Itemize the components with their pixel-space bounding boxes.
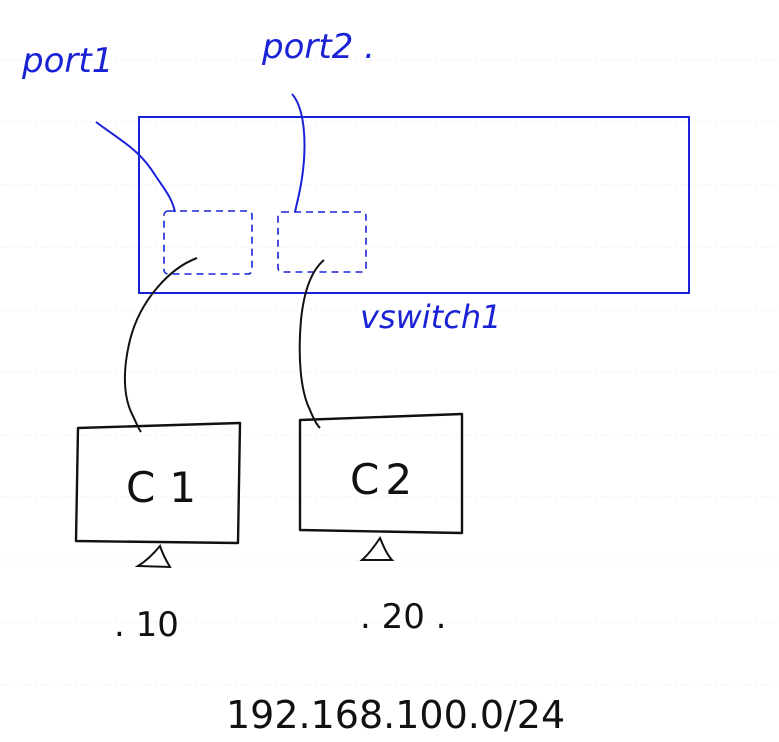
ruled-lines bbox=[0, 59, 779, 686]
computer-c1: C1 bbox=[74, 421, 242, 569]
port2-label: port2 . bbox=[261, 27, 375, 67]
c2-ip-label: . 20 . bbox=[360, 597, 447, 637]
c1-monitor bbox=[74, 421, 242, 545]
vswitch-box bbox=[138, 116, 690, 294]
c2-label: C2 bbox=[350, 455, 418, 504]
subnet-label: 192.168.100.0/24 bbox=[226, 693, 565, 737]
c1-cable bbox=[123, 257, 198, 433]
c2-stand bbox=[359, 535, 395, 561]
c1-label: C1 bbox=[126, 463, 210, 512]
port2-box bbox=[277, 211, 367, 273]
c1-stand bbox=[134, 543, 172, 569]
c2-cable bbox=[298, 259, 325, 429]
port1-label: port1 bbox=[21, 41, 113, 81]
c1-ip-label: . 10 bbox=[114, 605, 179, 645]
vswitch-label: vswitch1 bbox=[360, 298, 501, 336]
computer-c2: C2 bbox=[298, 412, 464, 561]
port1-leader-line bbox=[95, 121, 176, 213]
c2-monitor bbox=[298, 412, 464, 535]
port1-box bbox=[163, 210, 253, 275]
port2-leader-line bbox=[291, 93, 306, 213]
